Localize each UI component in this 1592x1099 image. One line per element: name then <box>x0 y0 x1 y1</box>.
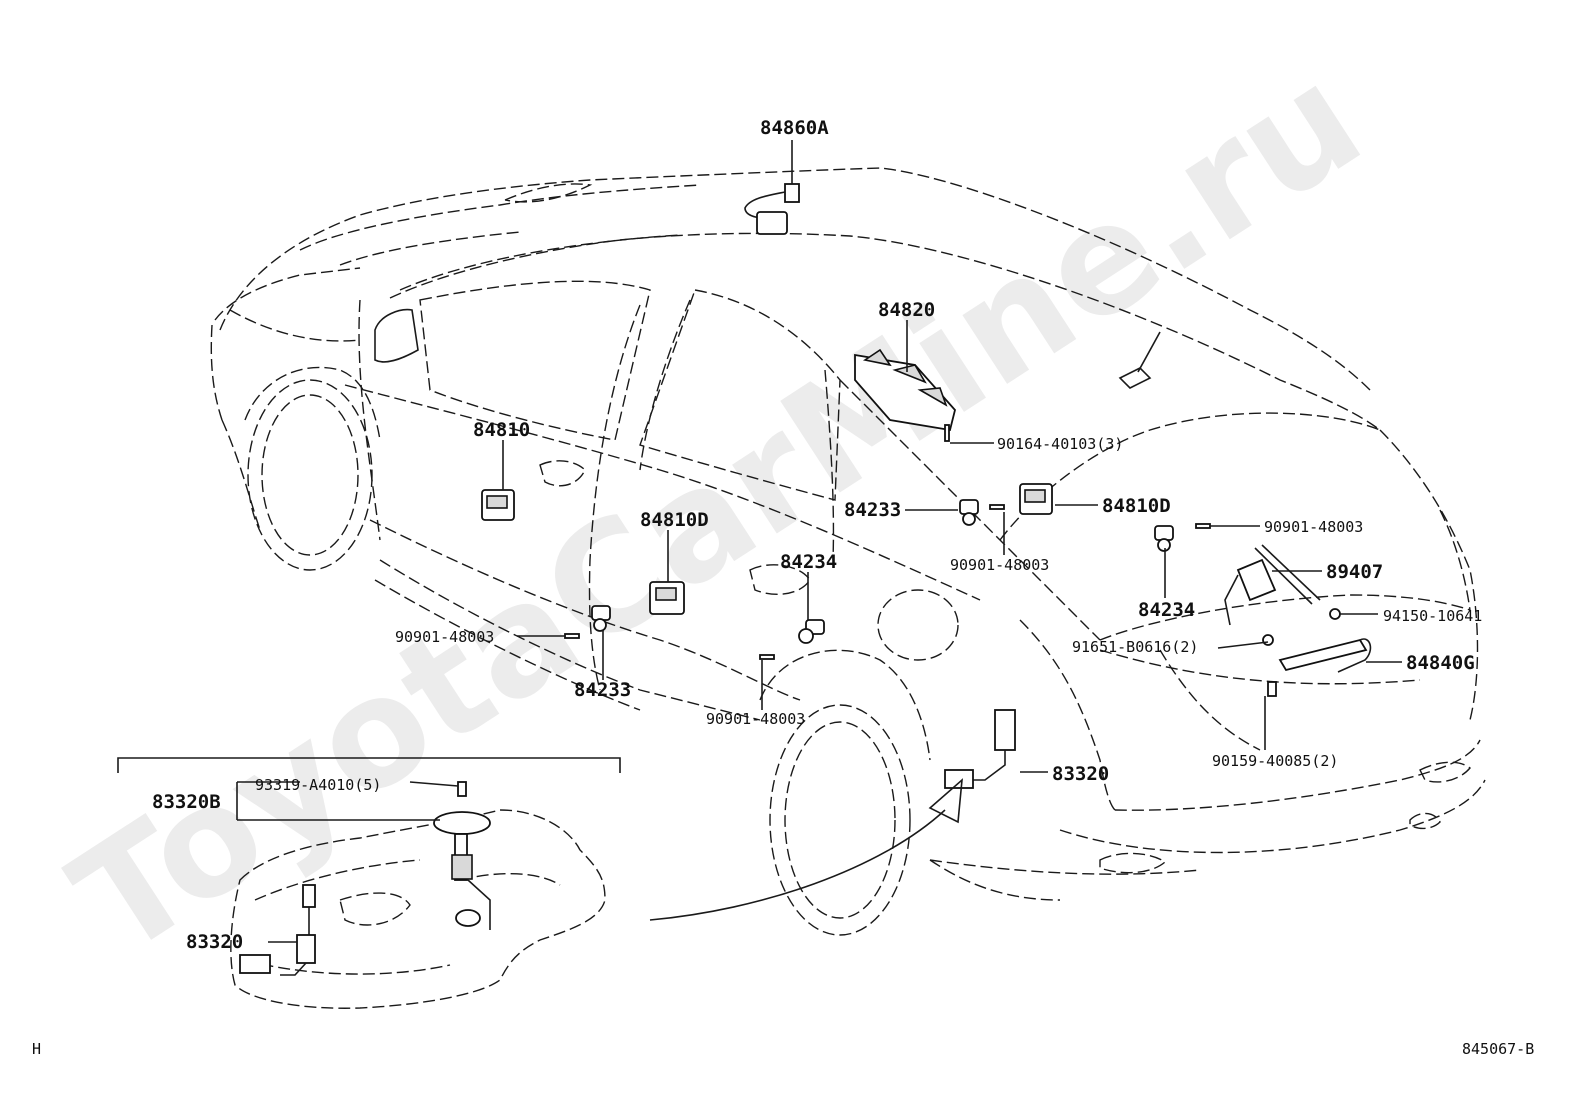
inset-arrowhead <box>928 778 963 824</box>
leader-lines <box>502 140 1402 773</box>
watermark: ToyotaCarMine.ru <box>45 32 1391 990</box>
label-90901-48003-left: 90901-48003 <box>395 628 494 646</box>
label-90901-48003-upper: 90901-48003 <box>950 556 1049 574</box>
part-84820-master-switch <box>854 348 956 442</box>
label-84234-mid: 84234 <box>780 551 837 573</box>
part-84810-switch <box>481 489 515 521</box>
label-84860a: 84860A <box>760 117 829 139</box>
label-90901-48003-bottom: 90901-48003 <box>706 710 805 728</box>
label-84840g: 84840G <box>1406 652 1475 674</box>
label-89407: 89407 <box>1326 561 1383 583</box>
label-84810d-upper: 84810D <box>1102 495 1171 517</box>
label-91651-b0616: 91651-B0616(2) <box>1072 638 1198 656</box>
part-84234-switch-right <box>1154 523 1211 552</box>
part-83320-fuel-gauge-right <box>944 709 1016 789</box>
part-84810d-switch-upper <box>1019 483 1053 515</box>
figure-number: 845067-B <box>1462 1040 1534 1058</box>
label-84233-upper: 84233 <box>844 499 901 521</box>
label-84233-lower: 84233 <box>574 679 631 701</box>
part-84234-switch-mid <box>759 619 825 660</box>
label-83320-left: 83320 <box>186 931 243 953</box>
part-84840g-switch <box>1262 634 1372 697</box>
inset-arrow <box>649 809 946 921</box>
label-84810d-lower: 84810D <box>640 509 709 531</box>
part-84810d-switch-lower <box>649 581 685 615</box>
corner-code-left: H <box>32 1040 41 1058</box>
part-84233-switch-upper <box>959 499 1005 526</box>
car-body-outline <box>210 167 1486 936</box>
part-84860a-switch <box>744 183 800 235</box>
label-84810: 84810 <box>473 419 530 441</box>
part-84233-switch-lower <box>564 605 611 639</box>
label-93319-a4010: 93319-A4010(5) <box>255 776 381 794</box>
label-84234-right: 84234 <box>1138 599 1195 621</box>
label-90164-40103: 90164-40103(3) <box>997 435 1123 453</box>
fuel-tank-inset <box>117 757 621 1009</box>
label-83320-right: 83320 <box>1052 763 1109 785</box>
part-89407-height-sensor <box>1224 544 1341 626</box>
label-84820: 84820 <box>878 299 935 321</box>
label-90901-48003-right: 90901-48003 <box>1264 518 1363 536</box>
label-94150-10641: 94150-10641 <box>1383 607 1482 625</box>
label-83320b: 83320B <box>152 791 221 813</box>
label-90159-40085: 90159-40085(2) <box>1212 752 1338 770</box>
